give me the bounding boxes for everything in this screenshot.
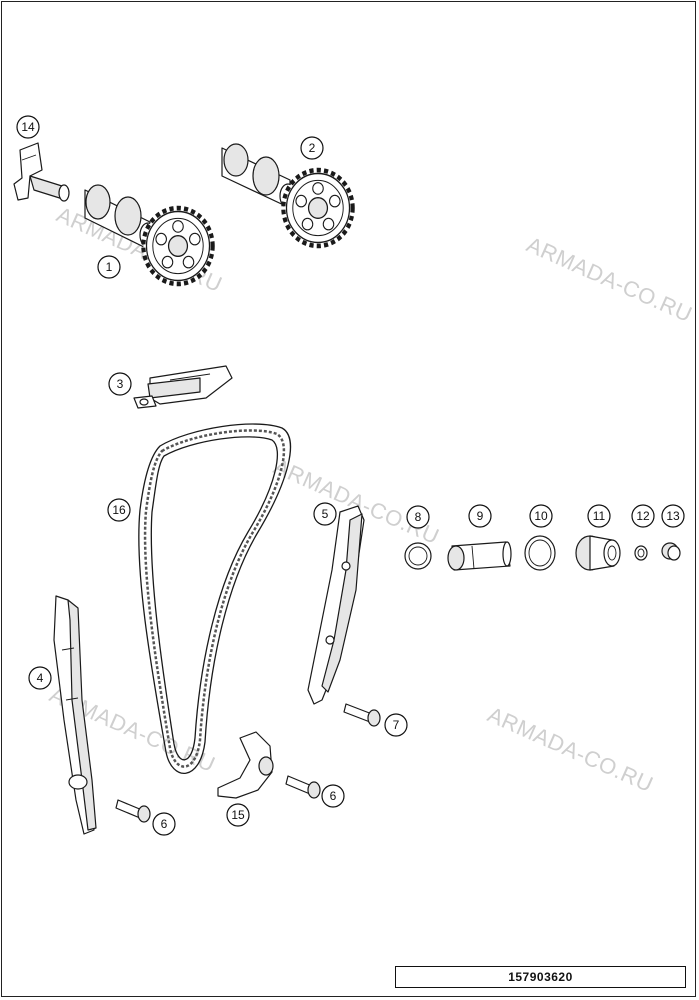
part-12-seal-ring	[634, 545, 648, 561]
svg-text:3: 3	[117, 377, 124, 391]
callout-3: 3	[108, 372, 132, 396]
callout-9: 9	[468, 504, 492, 528]
svg-text:6: 6	[330, 789, 337, 803]
callout-6-left: 6	[152, 812, 176, 836]
part-15-guide	[217, 731, 274, 799]
svg-text:14: 14	[21, 120, 35, 134]
part-1-camshaft	[84, 184, 213, 284]
callout-12: 12	[631, 504, 655, 528]
callout-8: 8	[406, 505, 430, 529]
svg-text:15: 15	[231, 808, 245, 822]
part-4-guide-rail	[53, 595, 97, 835]
svg-text:9: 9	[477, 509, 484, 523]
callouts: 1 2 3 4 5 6 6 7 8 9 10 11 12 13 14 15 16	[16, 115, 685, 836]
watermarks: ARMADA-CO.RU ARMADA-CO.RU ARMADA-CO.RU A…	[46, 202, 696, 797]
callout-7: 7	[384, 713, 408, 737]
svg-text:12: 12	[636, 509, 650, 523]
part-11-screw-plug	[575, 535, 621, 571]
part-9-plunger	[447, 541, 512, 571]
svg-text:5: 5	[322, 507, 329, 521]
part-16-timing-chain	[138, 423, 292, 774]
part-5-tensioner-rail	[307, 505, 365, 705]
callout-16: 16	[107, 498, 131, 522]
svg-text:11: 11	[593, 509, 606, 523]
svg-text:8: 8	[415, 510, 422, 524]
callout-6-right: 6	[321, 784, 345, 808]
part-3-guide-rail	[133, 365, 233, 409]
part-7-screw	[343, 703, 381, 727]
svg-text:1: 1	[106, 260, 113, 274]
callout-15: 15	[226, 803, 250, 827]
watermark-5: ARMADA-CO.RU	[484, 702, 657, 797]
svg-text:6: 6	[161, 817, 168, 831]
svg-text:16: 16	[112, 503, 126, 517]
watermark-2: ARMADA-CO.RU	[523, 232, 696, 327]
part-6-screw-right	[285, 775, 321, 799]
callout-13: 13	[661, 504, 685, 528]
svg-text:4: 4	[37, 671, 44, 685]
part-6-screw-left	[115, 799, 151, 823]
callout-10: 10	[529, 504, 553, 528]
callout-2: 2	[300, 136, 324, 160]
part-2-camshaft	[221, 143, 353, 246]
callout-1: 1	[97, 255, 121, 279]
part-8-seal-ring	[404, 542, 432, 570]
svg-text:13: 13	[666, 509, 680, 523]
callout-4: 4	[28, 666, 52, 690]
svg-text:7: 7	[393, 718, 400, 732]
svg-text:2: 2	[309, 141, 316, 155]
callout-14: 14	[16, 115, 40, 139]
part-number-box: 157903620	[395, 966, 686, 988]
part-number-label: 157903620	[508, 970, 573, 984]
part-10-o-ring	[524, 535, 556, 571]
callout-11: 11	[587, 504, 611, 528]
svg-text:10: 10	[534, 509, 548, 523]
part-13-plug	[661, 542, 681, 561]
callout-5: 5	[313, 502, 337, 526]
part-14-decompressor	[13, 142, 70, 202]
